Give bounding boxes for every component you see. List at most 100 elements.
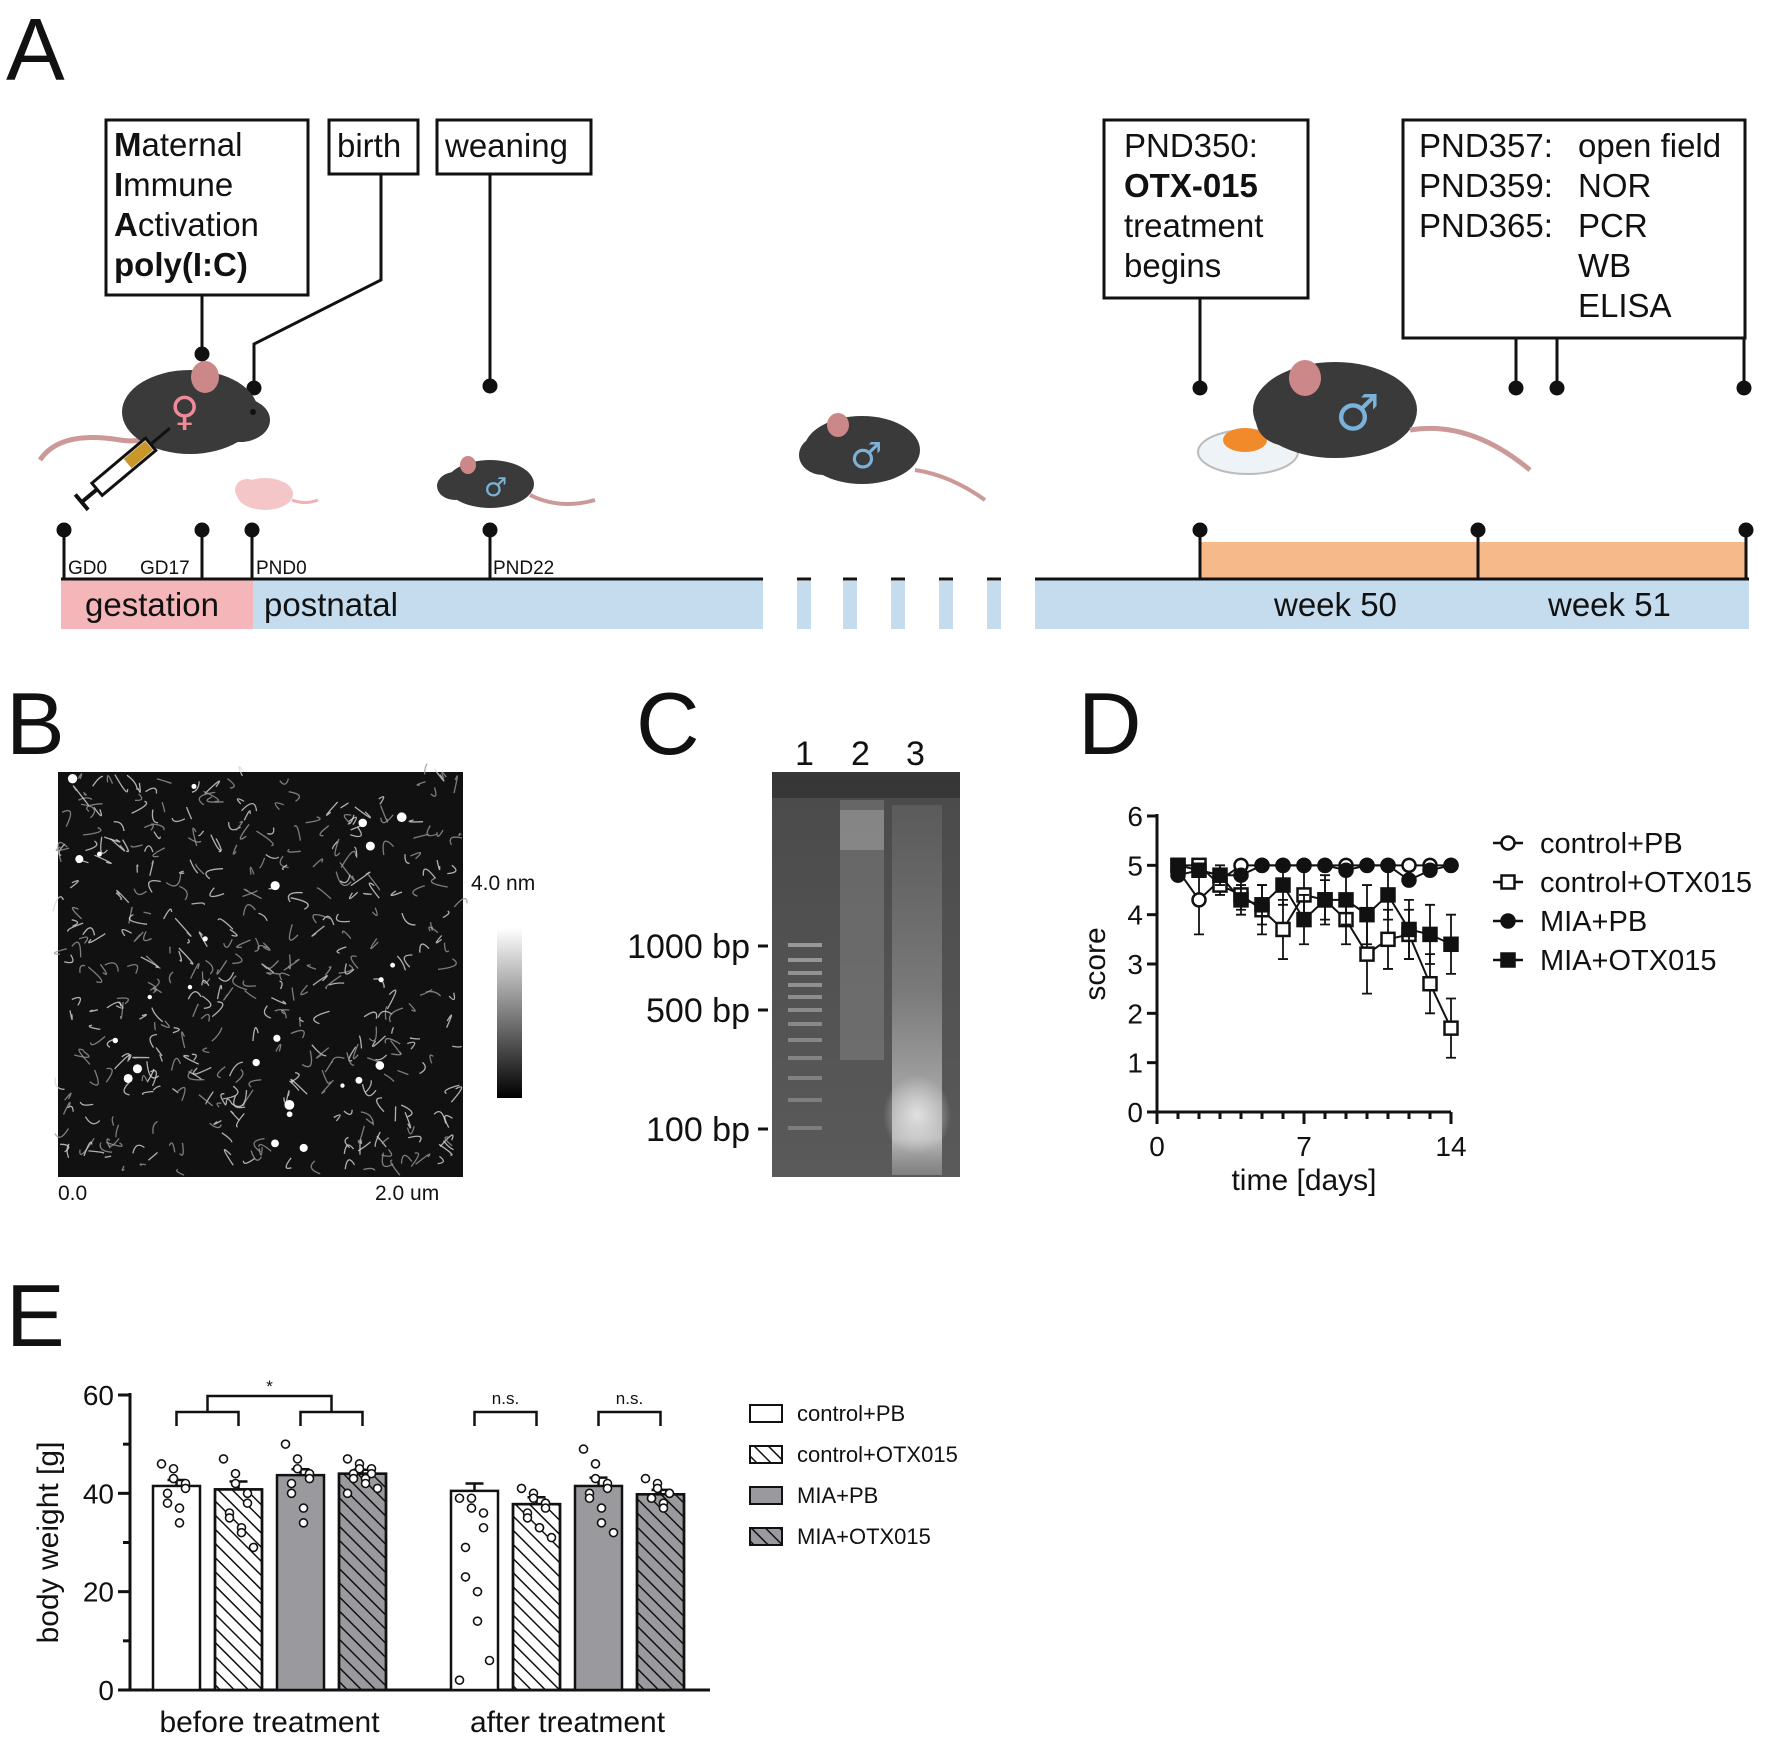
- afm-fiber: [377, 1010, 393, 1018]
- afm-fiber: [165, 872, 182, 887]
- individual-point: [602, 1483, 613, 1494]
- afm-fiber: [179, 1142, 184, 1156]
- legend-label: MIA+PB: [797, 1483, 878, 1508]
- afm-fiber: [348, 891, 359, 900]
- afm-fiber: [436, 859, 441, 871]
- afm-fiber: [220, 1093, 227, 1106]
- individual-point: [466, 1503, 477, 1513]
- afm-fiber: [437, 958, 457, 971]
- data-point: [1401, 872, 1417, 888]
- afm-fiber: [116, 889, 130, 904]
- afm-fiber: [61, 809, 72, 827]
- afm-fiber: [242, 980, 256, 987]
- afm-fiber: [416, 781, 426, 786]
- afm-fiber: [340, 850, 357, 868]
- afm-fiber: [436, 829, 444, 837]
- afm-fiber: [338, 964, 354, 974]
- data-point: [1191, 892, 1207, 908]
- afm-fiber: [419, 943, 430, 953]
- gel-marker-1000: 1000 bp: [627, 928, 750, 966]
- female-mouse-icon: ♀: [37, 361, 270, 462]
- individual-point: [372, 1483, 383, 1494]
- afm-fiber: [210, 834, 222, 851]
- afm-fiber: [170, 1057, 182, 1071]
- afm-fiber: [285, 1157, 292, 1169]
- afm-fiber: [171, 817, 186, 823]
- legend-marker: [1500, 874, 1516, 890]
- legend-swatch: [749, 1404, 783, 1423]
- afm-fiber: [113, 821, 125, 832]
- data-point: [1401, 921, 1417, 938]
- individual-point: [292, 1454, 303, 1464]
- afm-fiber: [201, 979, 210, 987]
- afm-fiber: [325, 801, 339, 816]
- afm-fiber: [368, 1026, 378, 1042]
- legend-label: control+PB: [797, 1401, 905, 1426]
- afm-fiber: [180, 1031, 186, 1049]
- afm-fiber: [72, 785, 90, 806]
- individual-point: [242, 1498, 253, 1508]
- afm-fiber: [198, 791, 216, 806]
- afm-fiber: [71, 906, 83, 920]
- afm-fiber: [150, 1070, 157, 1087]
- afm-fiber: [413, 833, 429, 839]
- afm-particle: [96, 851, 102, 857]
- individual-point: [546, 1532, 557, 1543]
- afm-fiber: [350, 871, 371, 887]
- pnd350-box-line4: begins: [1124, 247, 1221, 284]
- individual-point: [646, 1493, 657, 1504]
- afm-fiber: [233, 1095, 246, 1109]
- afm-fiber: [89, 1035, 106, 1046]
- afm-fiber: [453, 897, 468, 908]
- afm-fiber: [253, 1137, 265, 1153]
- afm-fiber: [408, 1002, 416, 1012]
- afm-fiber: [99, 1142, 113, 1153]
- y-tick-label: 2: [1127, 998, 1143, 1029]
- lane-2: [840, 800, 884, 1060]
- afm-fiber: [172, 1027, 180, 1034]
- svg-text:♀: ♀: [170, 389, 199, 435]
- legend-label: control+PB: [1540, 828, 1683, 860]
- afm-fiber: [228, 1061, 243, 1077]
- afm-fiber: [223, 987, 234, 1001]
- individual-point: [578, 1444, 589, 1454]
- legend-swatch-hatch: [749, 1527, 783, 1546]
- mia-box-line3: Activation: [114, 206, 259, 243]
- afm-fiber: [121, 1165, 125, 1172]
- afm-fiber: [267, 827, 275, 835]
- afm-fiber: [131, 800, 148, 814]
- lane-label-2: 2: [851, 735, 870, 773]
- individual-point: [472, 1616, 483, 1626]
- afm-fiber: [312, 975, 328, 986]
- afm-fiber: [439, 1134, 454, 1148]
- afm-fiber: [300, 984, 309, 996]
- afm-fiber: [442, 1140, 454, 1151]
- individual-point: [516, 1483, 527, 1494]
- afm-fiber: [244, 990, 257, 999]
- afm-fiber: [429, 921, 434, 931]
- afm-particle: [191, 783, 197, 789]
- afm-fiber: [447, 864, 457, 875]
- afm-fiber: [364, 1080, 372, 1093]
- afm-fiber: [139, 1163, 146, 1167]
- afm-fiber: [360, 1111, 374, 1126]
- afm-fiber: [298, 1018, 301, 1027]
- afm-fiber: [115, 1001, 124, 1009]
- individual-point: [304, 1473, 315, 1484]
- afm-fiber: [288, 924, 299, 941]
- bar: [151, 1484, 202, 1692]
- bar: [573, 1484, 624, 1692]
- tests-row-2-day: PND359:: [1419, 167, 1553, 204]
- afm-fiber: [225, 1098, 233, 1105]
- afm-fiber: [334, 838, 341, 857]
- individual-point: [280, 1439, 291, 1449]
- pnd350-box-line3: treatment: [1124, 207, 1263, 244]
- afm-fiber: [178, 950, 183, 962]
- afm-fiber: [223, 1149, 234, 1166]
- afm-particle: [286, 1111, 293, 1118]
- afm-fiber: [383, 1073, 395, 1082]
- afm-fiber: [350, 825, 362, 831]
- data-point: [1191, 862, 1207, 879]
- afm-fiber: [339, 862, 355, 882]
- data-point: [1317, 857, 1333, 874]
